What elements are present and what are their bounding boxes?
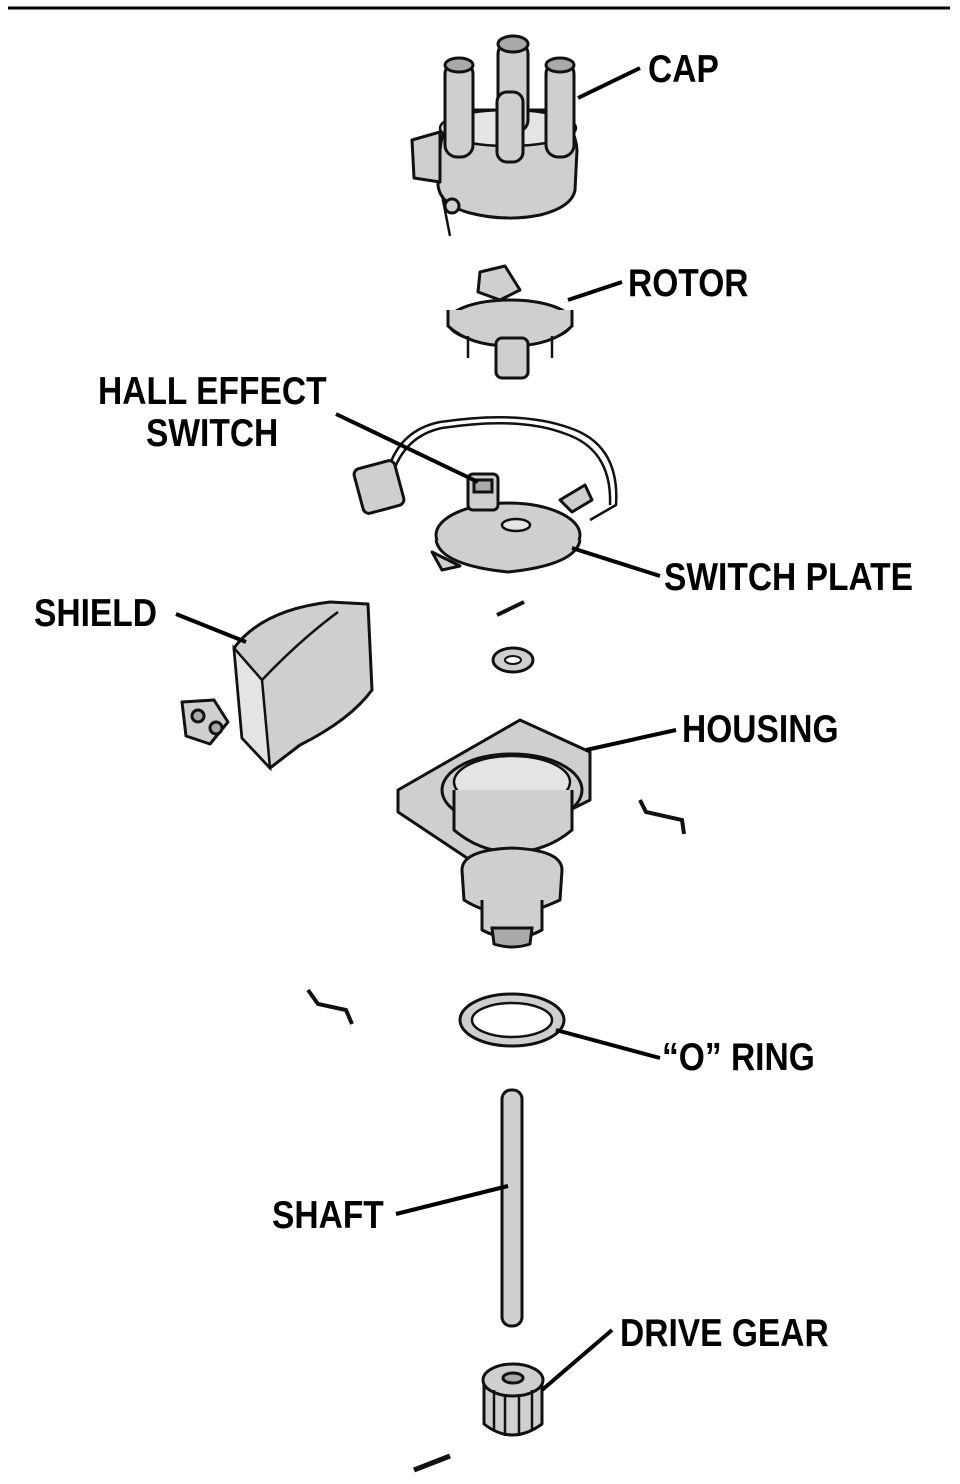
o-ring-leader-line xyxy=(555,1028,661,1060)
switch-plate-part xyxy=(352,415,618,574)
rotor-label: ROTOR xyxy=(628,262,749,305)
drive-gear-leader-line xyxy=(540,1328,614,1392)
shaft-leader-line xyxy=(395,1184,509,1216)
hall-effect-leader-line xyxy=(335,412,479,484)
drive-gear-label: DRIVE GEAR xyxy=(620,1312,829,1355)
rotor-part xyxy=(446,264,574,380)
cap-leader-line xyxy=(577,66,641,100)
rotor-leader-line xyxy=(567,280,623,302)
hall-effect-label-line2: SWITCH xyxy=(146,412,279,455)
cap-label: CAP xyxy=(648,48,719,91)
shield-label: SHIELD xyxy=(34,592,157,635)
cap-part xyxy=(410,34,579,237)
housing-part xyxy=(396,718,592,949)
housing-leader-line xyxy=(585,728,677,752)
pin-part xyxy=(496,600,525,617)
shaft-part xyxy=(500,1088,524,1328)
o-ring-label: “O” RING xyxy=(662,1036,815,1079)
drive-gear-part xyxy=(481,1362,545,1437)
washer-part xyxy=(491,646,535,674)
clip-right-part xyxy=(638,799,686,835)
shaft-label: SHAFT xyxy=(272,1194,384,1237)
bottom-pin-part xyxy=(413,1453,451,1473)
shield-leader-line xyxy=(175,612,247,644)
switch-plate-label: SWITCH PLATE xyxy=(664,556,914,599)
shield-part xyxy=(180,600,374,772)
housing-label: HOUSING xyxy=(682,708,839,751)
o-ring-part xyxy=(458,992,566,1048)
switch-plate-leader-line xyxy=(571,546,661,578)
clip-left-part xyxy=(306,988,354,1025)
hall-effect-label-line1: HALL EFFECT xyxy=(98,370,327,413)
